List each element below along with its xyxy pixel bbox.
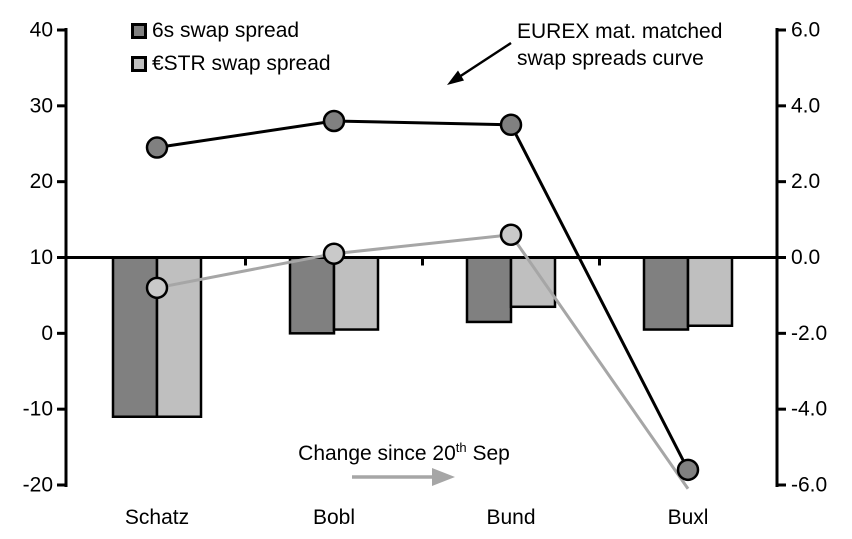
- category-label-schatz: Schatz: [125, 506, 189, 529]
- right-axis-label--6.0: -6.0: [791, 474, 827, 497]
- marker-str-swap-spread-curve-bobl: [322, 242, 346, 265]
- legend-swatch-dark-icon: [131, 23, 147, 39]
- curve-annotation-arrowhead-icon: [447, 70, 464, 85]
- bar-str-swap-spread-buxl: [686, 256, 734, 327]
- right-axis-label-0.0: 0.0: [791, 246, 820, 269]
- line-6s-swap-spread-curve: [156, 119, 690, 471]
- left-axis-label-0: 0: [41, 322, 53, 345]
- left-axis-label-10: 10: [30, 246, 53, 269]
- curve-annotation-arrow-line: [455, 41, 512, 81]
- annotation-curve-label: EUREX mat. matched swap spreads curve: [517, 18, 722, 72]
- category-label-bund: Bund: [486, 506, 535, 529]
- right-axis-label--4.0: -4.0: [791, 398, 827, 421]
- right-axis-label--2.0: -2.0: [791, 322, 827, 345]
- annotation-change-sup: th: [455, 440, 467, 455]
- left-axis-label-20: 20: [30, 170, 53, 193]
- right-axis-label-6.0: 6.0: [791, 19, 820, 42]
- left-axis-label--20: -20: [23, 474, 53, 497]
- bar-6s-swap-spread-bobl: [288, 256, 336, 335]
- legend-item-6s-swap-spread: 6s swap spread: [131, 19, 331, 43]
- change-annotation-arrowhead-icon: [432, 468, 455, 486]
- left-axis-label-40: 40: [30, 19, 53, 42]
- bar-6s-swap-spread-bund: [465, 256, 513, 324]
- category-label-bobl: Bobl: [313, 506, 355, 529]
- annotation-change-suffix: Sep: [466, 442, 510, 465]
- legend-item-estr-swap-spread: €STR swap spread: [131, 52, 331, 76]
- marker-str-swap-spread-curve-bund: [499, 223, 523, 246]
- line-str-swap-spread-curve: [156, 233, 690, 490]
- left-axis-label-30: 30: [30, 94, 53, 117]
- legend-swatch-light-icon: [131, 56, 147, 72]
- legend: 6s swap spread €STR swap spread: [131, 19, 331, 85]
- marker-6s-swap-spread-curve-schatz: [145, 136, 169, 159]
- marker-6s-swap-spread-curve-bobl: [322, 109, 346, 133]
- annotation-change-prefix: Change since 20: [298, 442, 456, 465]
- category-label-buxl: Buxl: [668, 506, 709, 529]
- legend-label-6s: 6s swap spread: [152, 19, 300, 42]
- marker-str-swap-spread-curve-schatz: [145, 276, 169, 300]
- annotation-curve-line1: EUREX mat. matched: [517, 20, 723, 43]
- bar-str-swap-spread-bobl: [332, 256, 380, 331]
- bar-6s-swap-spread-buxl: [642, 256, 690, 331]
- marker-6s-swap-spread-curve-buxl: [676, 458, 700, 482]
- right-axis-label-4.0: 4.0: [791, 94, 820, 117]
- annotation-change-label: Change since 20th Sep: [288, 440, 520, 466]
- left-axis-label--10: -10: [23, 398, 53, 421]
- marker-6s-swap-spread-curve-bund: [499, 113, 523, 137]
- annotation-curve-line2: swap spreads curve: [517, 47, 704, 70]
- right-axis-label-2.0: 2.0: [791, 170, 820, 193]
- legend-label-estr: €STR swap spread: [152, 52, 331, 75]
